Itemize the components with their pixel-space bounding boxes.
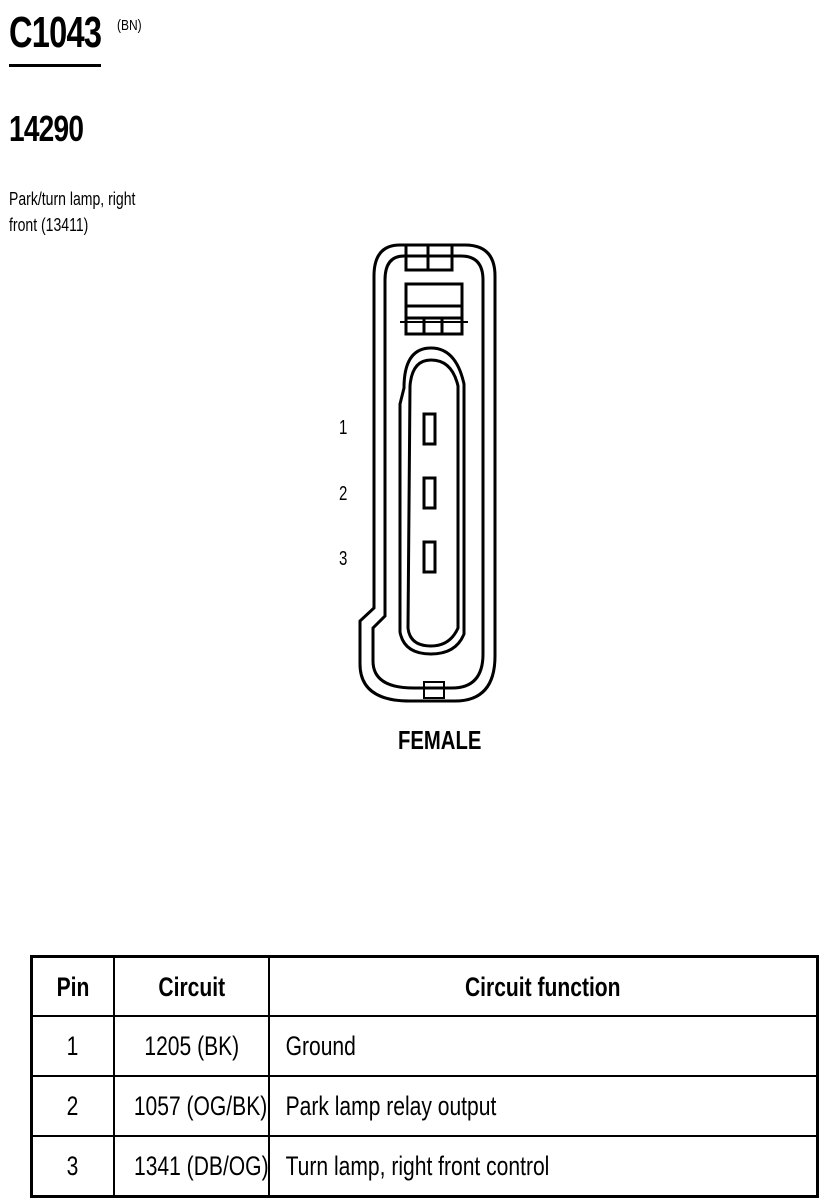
circuit-function: Turn lamp, right front control <box>285 1151 550 1181</box>
circuit-function: Park lamp relay output <box>285 1091 497 1121</box>
header-pin-label: Pin <box>56 971 90 1002</box>
title-underline <box>9 64 101 67</box>
cell-function: Park lamp relay output <box>268 1075 819 1137</box>
cell-function: Turn lamp, right front control <box>268 1135 819 1198</box>
cell-circuit: 1341 (DB/OG) <box>113 1135 270 1198</box>
connector-description: Park/turn lamp, right front (13411) <box>9 186 165 238</box>
pin-number: 3 <box>67 1151 79 1181</box>
header-pin: Pin <box>30 955 115 1017</box>
connector-face-diagram <box>358 243 497 703</box>
pin-label-2: 2 <box>339 483 348 505</box>
housing-inner <box>371 254 485 690</box>
circuit-number: 1205 (BK) <box>144 1031 239 1061</box>
cell-pin: 3 <box>30 1135 115 1198</box>
terminal-3 <box>422 540 437 574</box>
pin-label-3: 3 <box>339 548 348 570</box>
latch-block <box>404 282 464 336</box>
table-row: 3 1341 (DB/OG) Turn lamp, right front co… <box>30 1135 819 1198</box>
part-number: 14290 <box>9 108 84 149</box>
cell-function: Ground <box>268 1015 819 1077</box>
housing-outer <box>358 243 497 703</box>
circuit-number: 1341 (DB/OG) <box>133 1151 269 1181</box>
terminal-2 <box>422 476 437 510</box>
gender-label: FEMALE <box>398 725 482 755</box>
pin-table-header: Pin Circuit Circuit function <box>30 955 819 1017</box>
cell-circuit: 1057 (OG/BK) <box>113 1075 270 1137</box>
terminal-1 <box>422 412 437 446</box>
connector-id: C1043 <box>9 8 102 57</box>
circuit-number: 1057 (OG/BK) <box>133 1091 268 1121</box>
header-circuit-label: Circuit <box>158 971 225 1002</box>
cell-pin: 1 <box>30 1015 115 1077</box>
pin-label-1: 1 <box>339 417 348 439</box>
connector-color-code: (BN) <box>117 17 142 34</box>
cell-pin: 2 <box>30 1075 115 1137</box>
cavity-outer <box>398 346 466 656</box>
header-function-label: Circuit function <box>465 971 621 1002</box>
pin-number: 1 <box>67 1031 79 1061</box>
table-row: 2 1057 (OG/BK) Park lamp relay output <box>30 1075 819 1137</box>
pin-table: Pin Circuit Circuit function 1 1205 (BK)… <box>30 955 819 1198</box>
bottom-key <box>423 681 445 699</box>
cell-circuit: 1205 (BK) <box>113 1015 270 1077</box>
description-line-2: front (13411) <box>9 215 89 235</box>
table-row: 1 1205 (BK) Ground <box>30 1015 819 1077</box>
cavity-inner <box>406 358 460 648</box>
header-circuit-function: Circuit function <box>268 955 819 1017</box>
description-line-1: Park/turn lamp, right <box>9 189 136 209</box>
circuit-function: Ground <box>285 1031 356 1061</box>
pin-number: 2 <box>67 1091 79 1121</box>
header-circuit: Circuit <box>113 955 270 1017</box>
